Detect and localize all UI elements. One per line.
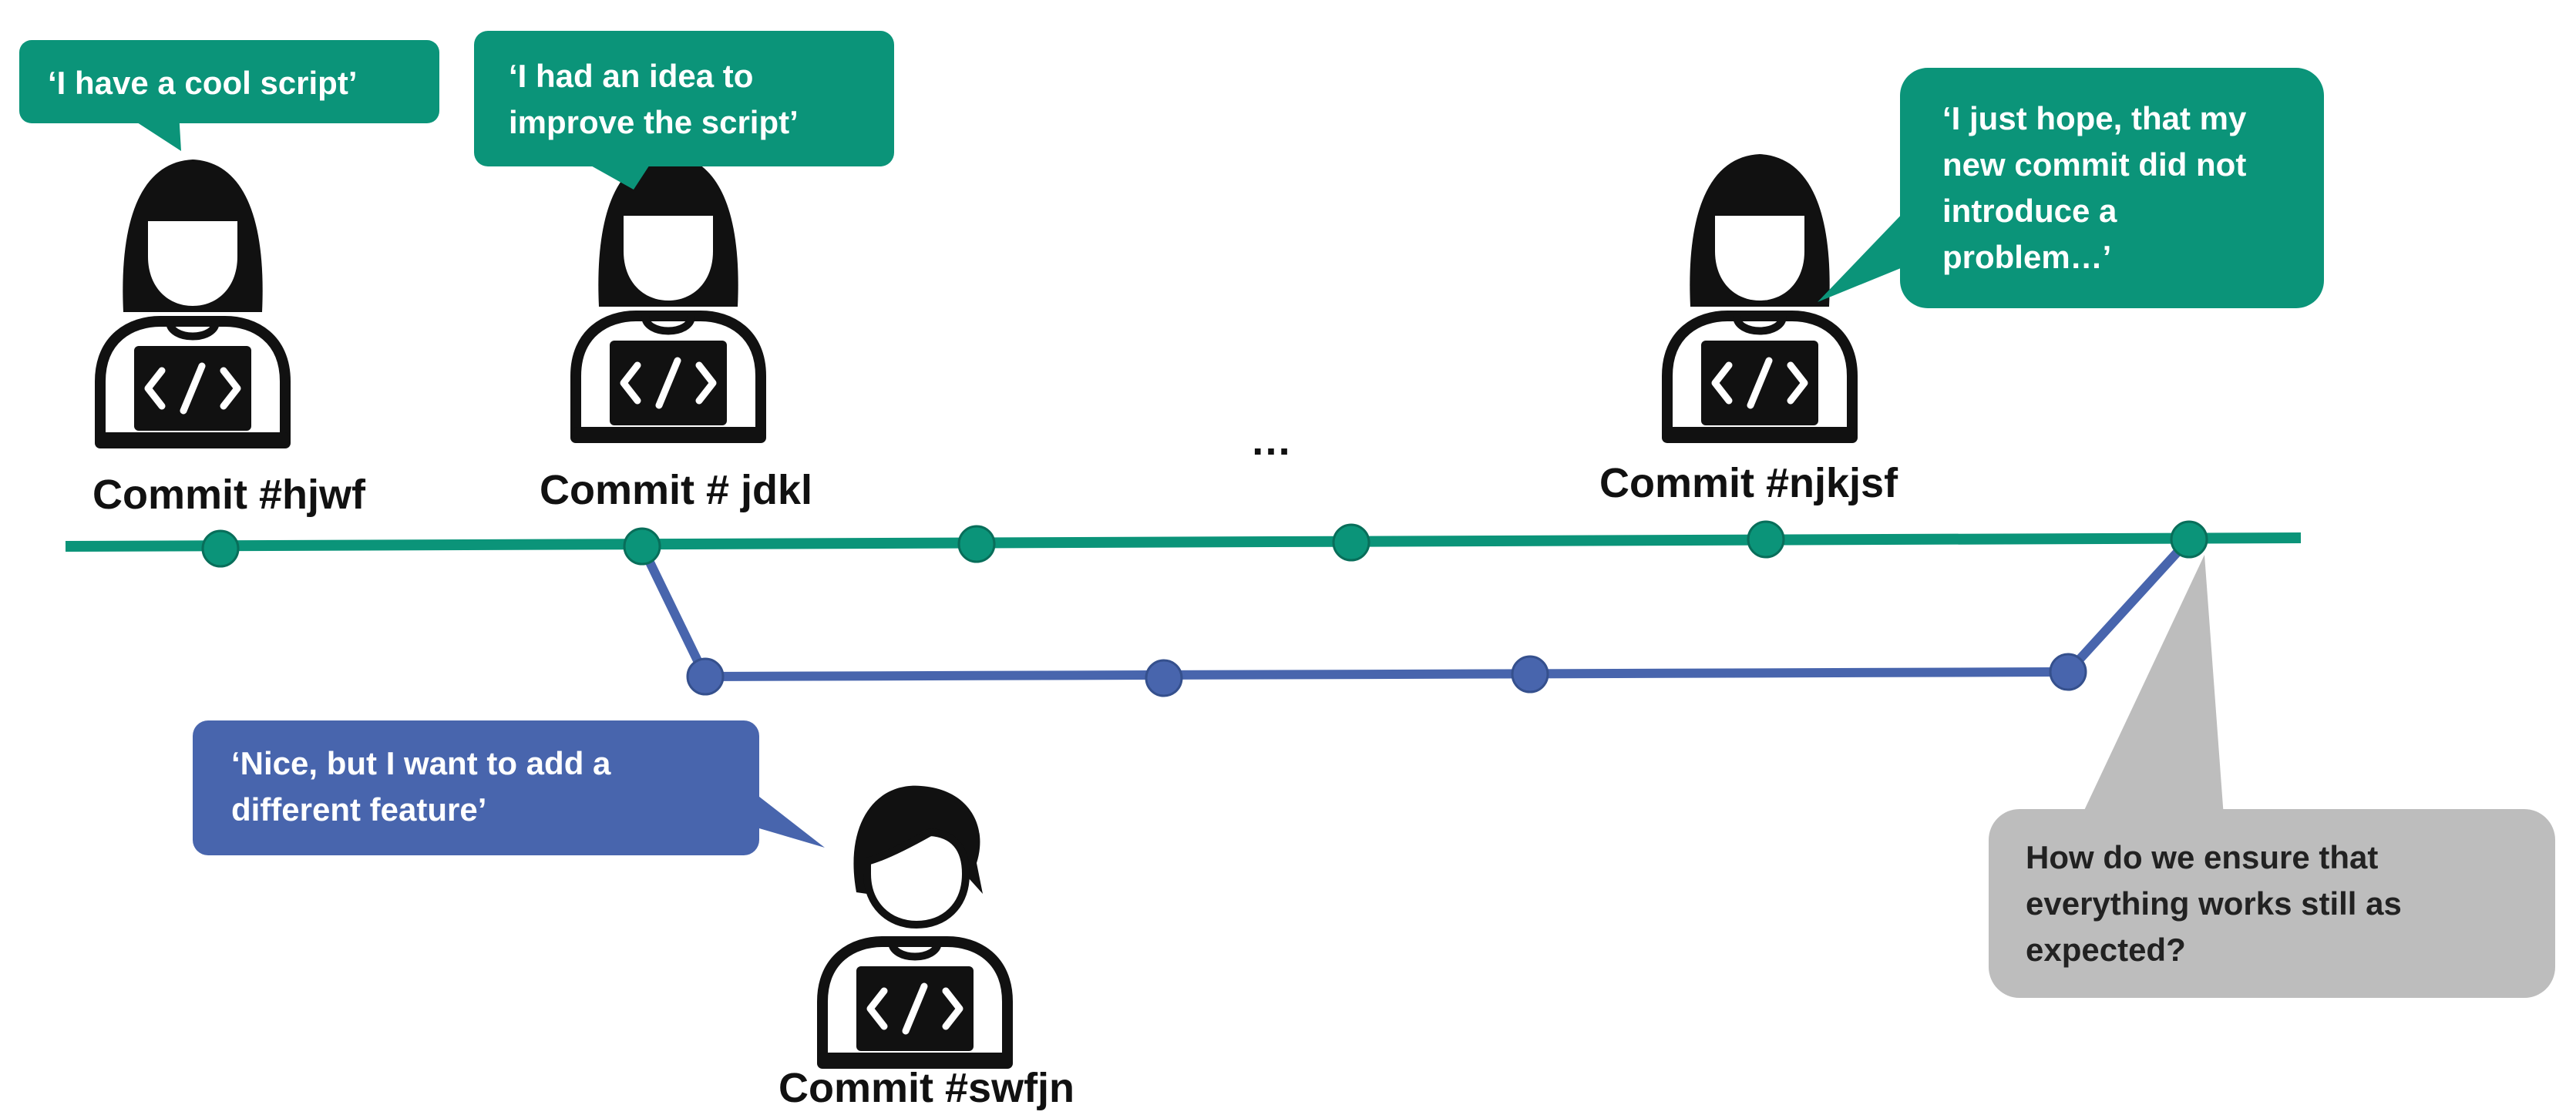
callout-line: new commit did not (1942, 146, 2246, 183)
callout-different-feature: ‘Nice, but I want to add a different fea… (193, 720, 825, 855)
commit-label-njkjsf: Commit #njkjsf (1599, 460, 1898, 506)
svg-text:‘I had an idea to improv: ‘I had an idea to improve the script’ (509, 58, 799, 140)
feature-commit-node (2049, 653, 2087, 691)
developer-woman-icon (573, 154, 764, 439)
callout-question: How do we ensure that everything works s… (1989, 555, 2555, 998)
commit-label-jdkl: Commit # jdkl (540, 467, 812, 513)
feature-branch-line (637, 536, 2193, 681)
developer-woman-icon (97, 160, 288, 445)
svg-text:‘Nice, but I want to add a: ‘Nice, but I want to add a different fea… (231, 745, 620, 828)
callout-line: ‘Nice, but I want to add a (231, 745, 611, 781)
svg-text:‘I have a cool script’: ‘I have a cool script’ (48, 65, 357, 101)
ellipsis: … (1250, 418, 1292, 464)
callout-line: different feature’ (231, 791, 486, 828)
callout-line: improve the script’ (509, 104, 799, 140)
feature-commit-node (686, 657, 725, 696)
feature-commit-node (1511, 655, 1549, 694)
main-commit-node (2170, 520, 2208, 559)
main-commit-node (957, 525, 996, 563)
callout-hope-no-problem: ‘I just hope, that my new commit did not… (1818, 68, 2324, 308)
main-commit-node (623, 527, 661, 566)
callout-line: ‘I just hope, that my (1942, 100, 2247, 136)
callout-cool-script: ‘I have a cool script’ (19, 40, 439, 151)
callout-line: problem…’ (1942, 239, 2111, 275)
commit-label-swfjn: Commit #swfjn (779, 1065, 1074, 1111)
callout-improve-script: ‘I had an idea to improve the script’ (474, 31, 894, 190)
commit-label-hjwf: Commit #hjwf (92, 472, 366, 518)
callout-line: introduce a (1942, 193, 2117, 229)
developer-man-icon (819, 786, 1011, 1065)
feature-commit-node (1145, 659, 1183, 697)
callout-line: expected? (2026, 932, 2186, 968)
callout-line: ‘I had an idea to (509, 58, 753, 94)
svg-text:‘I just hope, that my ne: ‘I just hope, that my new commit did not… (1942, 100, 2255, 275)
main-commit-node (201, 529, 240, 568)
callout-line: ‘I have a cool script’ (48, 65, 357, 101)
callout-line: How do we ensure that (2026, 839, 2378, 875)
callout-line: everything works still as (2026, 885, 2402, 922)
main-commit-node (1747, 520, 1785, 559)
main-commit-node (1332, 523, 1370, 562)
svg-text:How do we ensure that ev: How do we ensure that everything works s… (2026, 839, 2411, 968)
main-branch-line (65, 532, 2302, 552)
